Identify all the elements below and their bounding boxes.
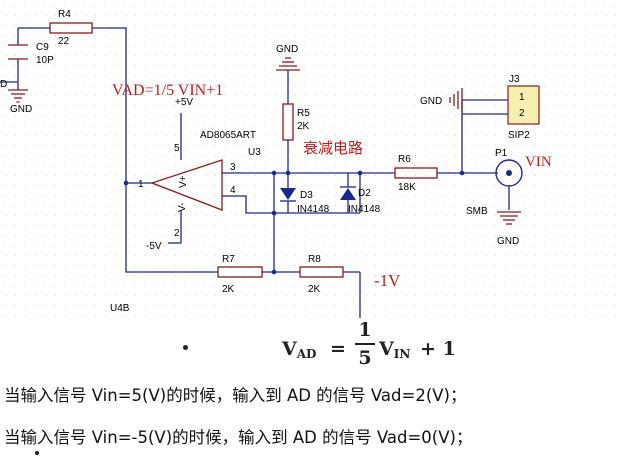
capacitor-c9: C9 10P — [8, 42, 54, 66]
p1-signal: VIN — [525, 154, 552, 170]
formula-den: 5 — [358, 347, 372, 369]
r8-ref: R8 — [308, 254, 321, 265]
formula-plus: + 1 — [420, 338, 456, 360]
connector-j3: J3 1 2 SIP2 — [462, 74, 540, 141]
gnd-symbol-top: GND — [276, 44, 300, 71]
formula-rhs: VIN — [379, 338, 411, 361]
explanation-line-2: 当输入信号 Vin=-5(V)的时候，输入到 AD 的信号 Vad=0(V)； — [4, 428, 473, 447]
gnd-top-label: GND — [276, 44, 298, 55]
c9-ref: C9 — [36, 42, 49, 53]
r5-ref: R5 — [297, 108, 310, 119]
j3-pin2: 2 — [519, 108, 525, 119]
p1-ref: P1 — [495, 148, 508, 159]
opamp-pin-vpos: 5 — [174, 143, 180, 154]
j3-type: SIP2 — [508, 130, 530, 141]
r6-value: 18K — [398, 182, 416, 193]
resistor-r7: R7 2K — [217, 254, 263, 295]
resistor-r4: R4 22 — [49, 9, 93, 47]
d3-value: IN4148 — [297, 204, 330, 215]
formula-fraction: 1 5 — [355, 319, 375, 369]
resistor-r5: R5 2K — [282, 103, 310, 141]
gnd-j3-label: GND — [420, 96, 442, 107]
d2-ref: D2 — [358, 188, 371, 199]
attenuator-label: 衰减电路 — [303, 140, 363, 157]
gnd-symbol-p1: GND — [497, 211, 521, 247]
opamp-ref: U3 — [248, 147, 261, 158]
r4-value: 22 — [58, 36, 70, 47]
gnd-symbol-j3: GND — [420, 88, 463, 112]
explanation-line-1: 当输入信号 Vin=5(V)的时候，输入到 AD 的信号 Vad=2(V)； — [4, 386, 467, 405]
c9-value: 10P — [36, 55, 54, 66]
r4-ref: R4 — [58, 9, 71, 20]
opamp-pin-out: 1 — [138, 179, 144, 190]
connector-p1: P1 VIN SMB — [466, 148, 552, 217]
opamp-supply-neg: -5V — [146, 241, 162, 252]
bottom-bullet — [35, 451, 39, 455]
opamp-pin-vneg: 2 — [174, 228, 180, 239]
opamp-supply-pos: +5V — [175, 97, 193, 108]
resistor-r8: R8 2K — [299, 254, 344, 295]
opamp-pin-in-neg: 4 — [230, 185, 236, 196]
wires — [0, 27, 510, 318]
formula-lhs: VAD — [282, 338, 317, 361]
opamp-part: AD8065ART — [200, 130, 256, 141]
opamp-pin-in-pos: 3 — [230, 162, 236, 173]
truncated-label: D — [0, 79, 7, 90]
circuit-schematic: C9 10P D GND R4 22 VAD=1/5 VIN+1 +5V 5 A… — [0, 5, 616, 318]
d2-value: IN4148 — [348, 204, 381, 215]
formula-eq: = — [330, 338, 346, 360]
u4b-label: U4B — [110, 303, 130, 314]
r7-ref: R7 — [222, 254, 235, 265]
j3-ref: J3 — [509, 74, 520, 85]
vad-formula-label: VAD=1/5 VIN+1 — [112, 82, 223, 99]
gnd-left-label: GND — [10, 104, 32, 115]
p1-type: SMB — [466, 206, 488, 217]
formula-bullet — [183, 345, 188, 350]
formula-num: 1 — [358, 319, 372, 341]
r8-value: 2K — [308, 284, 321, 295]
opamp-vplus-mark: V+ — [178, 175, 189, 188]
j3-pin1: 1 — [519, 92, 525, 103]
opamp-vminus-mark: V- — [177, 203, 188, 212]
r7-value: 2K — [222, 284, 235, 295]
d3-ref: D3 — [300, 190, 313, 201]
junction-dots — [123, 170, 465, 275]
diode-d3: D3 IN4148 — [280, 173, 330, 215]
gnd-p1-label: GND — [497, 236, 519, 247]
r5-value: 2K — [297, 121, 310, 132]
opamp-u3: +5V 5 AD8065ART U3 1 3 4 2 -5V V+ V- — [138, 97, 261, 252]
r6-ref: R6 — [398, 154, 411, 165]
neg1v-label: -1V — [374, 271, 401, 290]
resistor-r6: R6 18K — [394, 154, 438, 193]
diode-d2: D2 IN4148 — [340, 173, 381, 215]
gnd-symbol-left: GND — [8, 89, 32, 115]
